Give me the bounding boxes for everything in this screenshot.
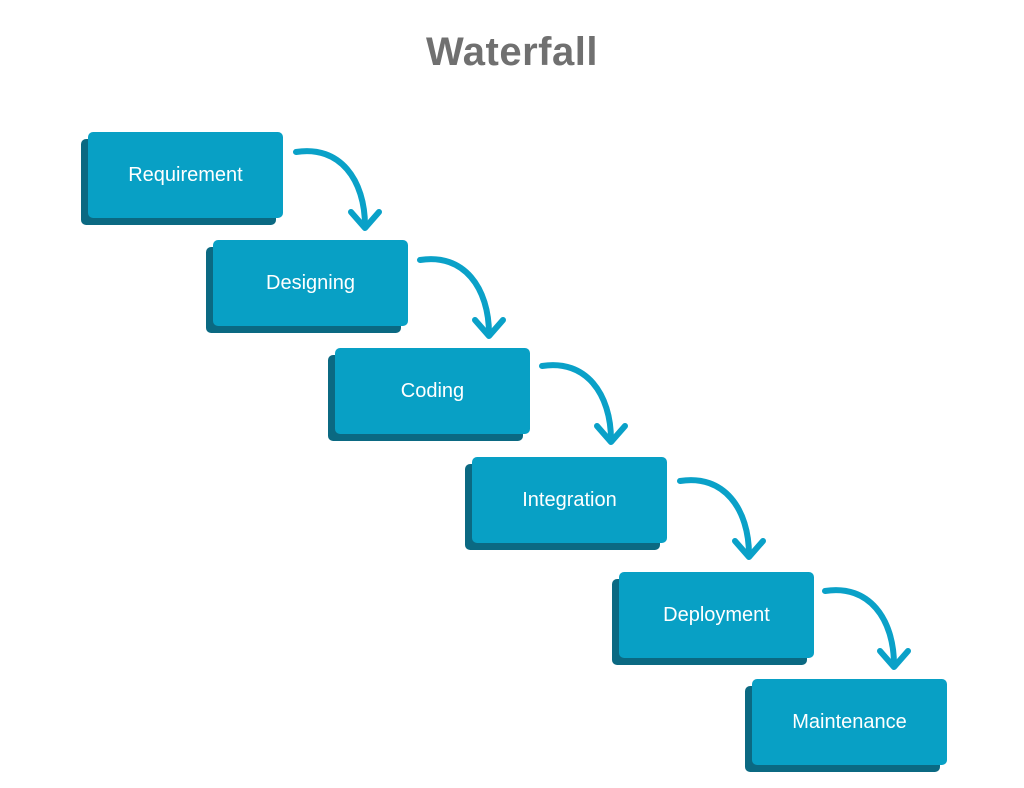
step-label: Designing (213, 240, 408, 326)
step-deployment: Deployment (612, 572, 814, 665)
step-requirement: Requirement (81, 132, 283, 225)
step-label: Maintenance (752, 679, 947, 765)
step-maintenance: Maintenance (745, 679, 947, 772)
curved-arrow-icon (677, 477, 766, 560)
step-label: Deployment (619, 572, 814, 658)
step-integration: Integration (465, 457, 667, 550)
curved-arrow-icon (417, 256, 506, 339)
diagram-title: Waterfall (426, 30, 598, 74)
curved-arrow-icon (822, 587, 911, 670)
curved-arrow-icon (293, 148, 382, 231)
step-label: Coding (335, 348, 530, 434)
step-label: Integration (472, 457, 667, 543)
step-coding: Coding (328, 348, 530, 441)
step-label: Requirement (88, 132, 283, 218)
step-designing: Designing (206, 240, 408, 333)
curved-arrow-icon (539, 362, 628, 445)
